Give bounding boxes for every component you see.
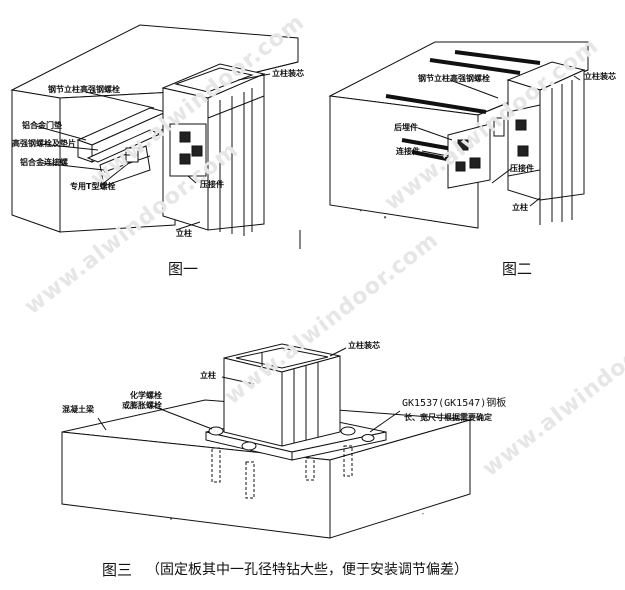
fig3-label-concrete: 混凝土梁 <box>62 405 94 414</box>
fig2-concrete-front <box>329 95 479 229</box>
figure-3-drawing <box>61 343 471 539</box>
fig1-caption: 图一 <box>168 260 199 278</box>
fig1-label-alu-connector: 铝合金连接螺 <box>20 158 68 167</box>
speckle <box>422 512 424 515</box>
fig3-slab-side <box>329 419 471 539</box>
fig1-label-alu-gasket: 铝合金门垫 <box>22 121 62 130</box>
fig1-label-post-profile: 立柱装芯 <box>272 69 304 78</box>
fig1-label-steel-bolt: 高强钢螺栓及垫片 <box>12 139 76 148</box>
fig2-label-post-profile: 立柱装芯 <box>584 72 616 81</box>
figure-1-drawing <box>10 24 301 249</box>
fig3-label-post-profile: 立柱装芯 <box>348 341 380 350</box>
fig3-label-chem-anchor: 化学螺栓 <box>130 391 162 400</box>
fig3-label-post: 立柱 <box>200 371 216 380</box>
fig3-label-plate-size: 长、宽尺寸根据需要确定 <box>404 413 492 422</box>
fig3-caption: 图三 <box>102 561 133 579</box>
fig3-embedded-anchors <box>211 445 353 499</box>
fig3-label-expansion-anchor: 或膨胀螺栓 <box>122 401 162 410</box>
fig2-label-post: 立柱 <box>512 203 528 212</box>
figure-2-drawing <box>328 41 589 229</box>
fig3-anchor-nuts <box>208 426 375 451</box>
fig1-label-steel-bracket: 钢节立柱高强钢螺栓 <box>48 85 120 94</box>
fig1-label-pressure-plate: 压接件 <box>200 180 224 189</box>
fig2-label-connector: 连接件 <box>396 147 420 156</box>
fig3-label-steel-plate: GK1537(GK1547)钢板 <box>402 398 507 409</box>
fig3-post-side <box>281 355 341 447</box>
fig1-label-post: 立柱 <box>176 229 192 238</box>
fig1-label-t-bolt: 专用T型螺栓 <box>70 182 116 191</box>
fig2-label-steel-bracket: 钢节立柱高强钢螺栓 <box>418 74 490 83</box>
fig2-caption: 图二 <box>502 260 533 278</box>
fig3-note: （固定板其中一孔径特钻大些，便于安装调节偏差） <box>146 562 468 578</box>
fig2-label-anchor-bolt: 后埋件 <box>394 123 418 132</box>
fig2-label-pressure-plate: 压接件 <box>510 164 534 173</box>
speckle <box>383 216 387 219</box>
